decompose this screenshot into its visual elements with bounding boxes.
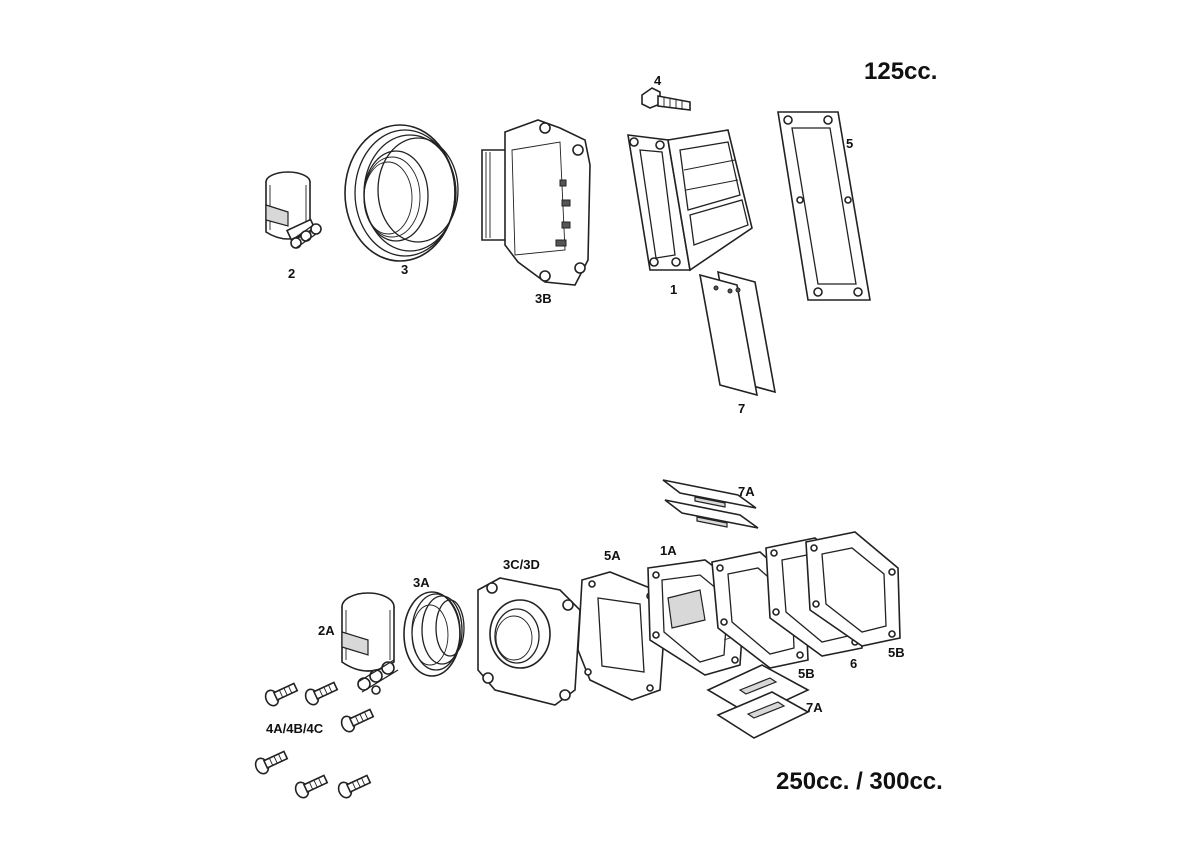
title-250cc-300cc: 250cc. / 300cc. — [776, 768, 943, 795]
part-2-clamp-drawing — [265, 171, 322, 249]
label-part-4: 4 — [654, 73, 662, 88]
part-2a-clamp-drawing — [341, 592, 399, 695]
label-part-3a: 3A — [413, 575, 430, 590]
part-5-gasket-drawing — [777, 111, 871, 301]
label-part-3: 3 — [401, 262, 409, 277]
part-3b-housing-drawing — [481, 119, 591, 286]
part-3-manifold-drawing — [344, 124, 459, 262]
part-7a-top-petals-drawing — [662, 479, 759, 529]
label-part-7: 7 — [738, 401, 746, 416]
label-part-1: 1 — [670, 282, 678, 297]
label-part-6: 6 — [850, 656, 858, 671]
title-125cc: 125cc. — [864, 58, 938, 85]
label-part-5b-left: 5B — [798, 666, 815, 681]
part-3c3d-housing-drawing — [477, 577, 581, 706]
label-part-5a: 5A — [604, 548, 621, 563]
label-part-7a-bottom: 7A — [806, 700, 823, 715]
part-4-bolt-drawing — [641, 87, 691, 111]
part-4abc-bolts-drawing — [254, 681, 375, 799]
part-7-petals-drawing — [698, 270, 777, 397]
label-part-5: 5 — [846, 136, 854, 151]
part-1-reed-cage-drawing — [627, 129, 753, 272]
label-part-7a-top: 7A — [738, 484, 755, 499]
part-5b-right-gasket-drawing — [805, 531, 901, 647]
part-3a-manifold-drawing — [403, 591, 465, 677]
label-part-2: 2 — [288, 266, 296, 281]
label-part-2a: 2A — [318, 623, 335, 638]
label-part-4abc: 4A/4B/4C — [266, 721, 324, 736]
label-part-3c3d: 3C/3D — [503, 557, 540, 572]
part-7a-bottom-petals-drawing — [706, 664, 810, 739]
label-part-1a: 1A — [660, 543, 677, 558]
label-part-5b-right: 5B — [888, 645, 905, 660]
label-part-3b: 3B — [535, 291, 552, 306]
